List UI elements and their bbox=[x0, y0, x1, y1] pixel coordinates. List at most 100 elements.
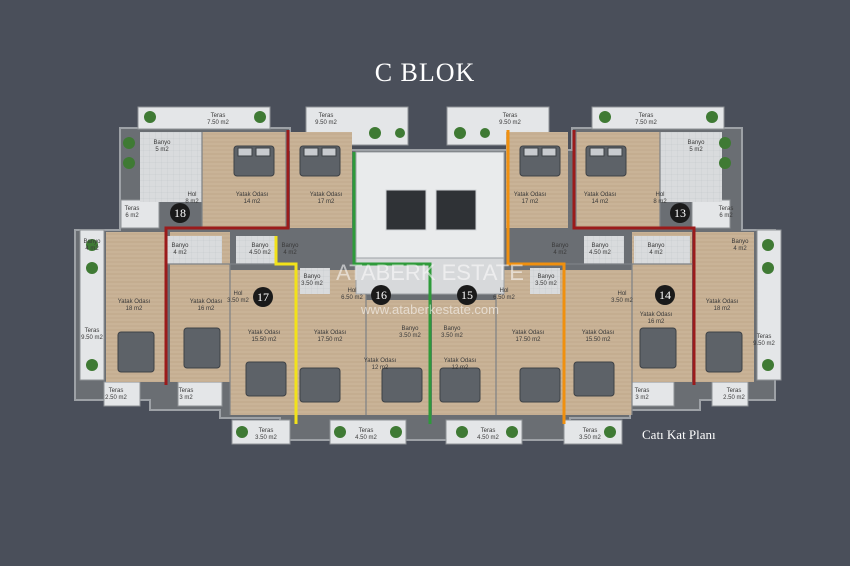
room-name: Teras bbox=[259, 428, 274, 434]
room-name: Yatak Odası bbox=[706, 299, 739, 305]
room-area: 15.50 m2 bbox=[251, 337, 277, 343]
room-area: 4.50 m2 bbox=[589, 250, 611, 256]
plan-subtitle: Catı Kat Planı bbox=[642, 427, 716, 442]
room-name: Yatak Odası bbox=[512, 330, 545, 336]
room-name: Hol bbox=[655, 192, 664, 198]
bed bbox=[519, 367, 561, 403]
plants bbox=[86, 111, 774, 438]
room-name: Banyo bbox=[83, 239, 101, 245]
room-area: 4.50 m2 bbox=[249, 250, 271, 256]
bed bbox=[299, 367, 341, 403]
unit-number: 18 bbox=[174, 206, 186, 220]
room-area: 4 m2 bbox=[283, 250, 297, 256]
room-area: 3.50 m2 bbox=[611, 298, 633, 304]
room-area: 4 m2 bbox=[553, 250, 567, 256]
room-name: Banyo bbox=[731, 239, 749, 245]
room-name: Yatak Odası bbox=[444, 358, 477, 364]
room-name: Yatak Odası bbox=[236, 192, 269, 198]
boundary-orange bbox=[506, 130, 566, 424]
bed bbox=[573, 361, 615, 397]
room-name: Teras bbox=[481, 428, 496, 434]
room-name: Teras bbox=[583, 428, 598, 434]
room-name: Banyo bbox=[251, 243, 269, 249]
room-name: Yatak Odası bbox=[514, 192, 547, 198]
room-name: Yatak Odası bbox=[190, 299, 223, 305]
unit-marker-16: 16 bbox=[371, 285, 391, 305]
unit-marker-circle bbox=[253, 287, 273, 307]
room-area: 12 m2 bbox=[372, 365, 389, 371]
room-area: 3.50 m2 bbox=[441, 333, 463, 339]
bed bbox=[439, 367, 481, 403]
bed bbox=[381, 367, 423, 403]
room-area: 17.50 m2 bbox=[515, 337, 541, 343]
room-name: Hol bbox=[617, 291, 626, 297]
unit-number: 15 bbox=[461, 288, 473, 302]
room-area: 3.50 m2 bbox=[227, 298, 249, 304]
room-area: 3 m2 bbox=[179, 395, 193, 401]
room-area: 4 m2 bbox=[733, 246, 747, 252]
room-name: Teras bbox=[635, 388, 650, 394]
room-area: 3.50 m2 bbox=[399, 333, 421, 339]
room-name: Banyo bbox=[443, 326, 461, 332]
room-name: Teras bbox=[319, 113, 334, 119]
room-area: 17.50 m2 bbox=[317, 337, 343, 343]
boundary-green-left bbox=[352, 152, 432, 424]
watermark-text: ATABERK ESTATE bbox=[336, 260, 524, 285]
room-name: Teras bbox=[359, 428, 374, 434]
room-area: 5 m2 bbox=[155, 147, 169, 153]
room-area: 14 m2 bbox=[592, 199, 609, 205]
unit-marker-14: 14 bbox=[655, 285, 675, 305]
room-name: Hol bbox=[233, 291, 242, 297]
unit-marker-17: 17 bbox=[253, 287, 273, 307]
room-area: 18 m2 bbox=[126, 306, 143, 312]
room-name: Banyo bbox=[401, 326, 419, 332]
unit-number: 17 bbox=[257, 290, 269, 304]
unit-marker-circle bbox=[170, 203, 190, 223]
bed bbox=[183, 327, 221, 369]
room-area: 2.50 m2 bbox=[105, 395, 127, 401]
room-name: Banyo bbox=[303, 274, 321, 280]
room-name: Teras bbox=[179, 388, 194, 394]
unit-number: 13 bbox=[674, 206, 686, 220]
room-name: Teras bbox=[503, 113, 518, 119]
room-name: Yatak Odası bbox=[314, 330, 347, 336]
room-name: Banyo bbox=[647, 243, 665, 249]
room-area: 6.50 m2 bbox=[493, 295, 515, 301]
room-name: Banyo bbox=[171, 243, 189, 249]
room-area: 3.50 m2 bbox=[535, 281, 557, 287]
room-name: Banyo bbox=[153, 140, 171, 146]
room-area: 3 m2 bbox=[635, 395, 649, 401]
bed bbox=[245, 361, 287, 397]
room-area: 9.50 m2 bbox=[753, 341, 775, 347]
room-area: 17 m2 bbox=[318, 199, 335, 205]
watermark: ATABERK ESTATE www.ataberkestate.com bbox=[336, 260, 524, 317]
room-area: 3.50 m2 bbox=[255, 435, 277, 441]
bed bbox=[299, 145, 341, 177]
